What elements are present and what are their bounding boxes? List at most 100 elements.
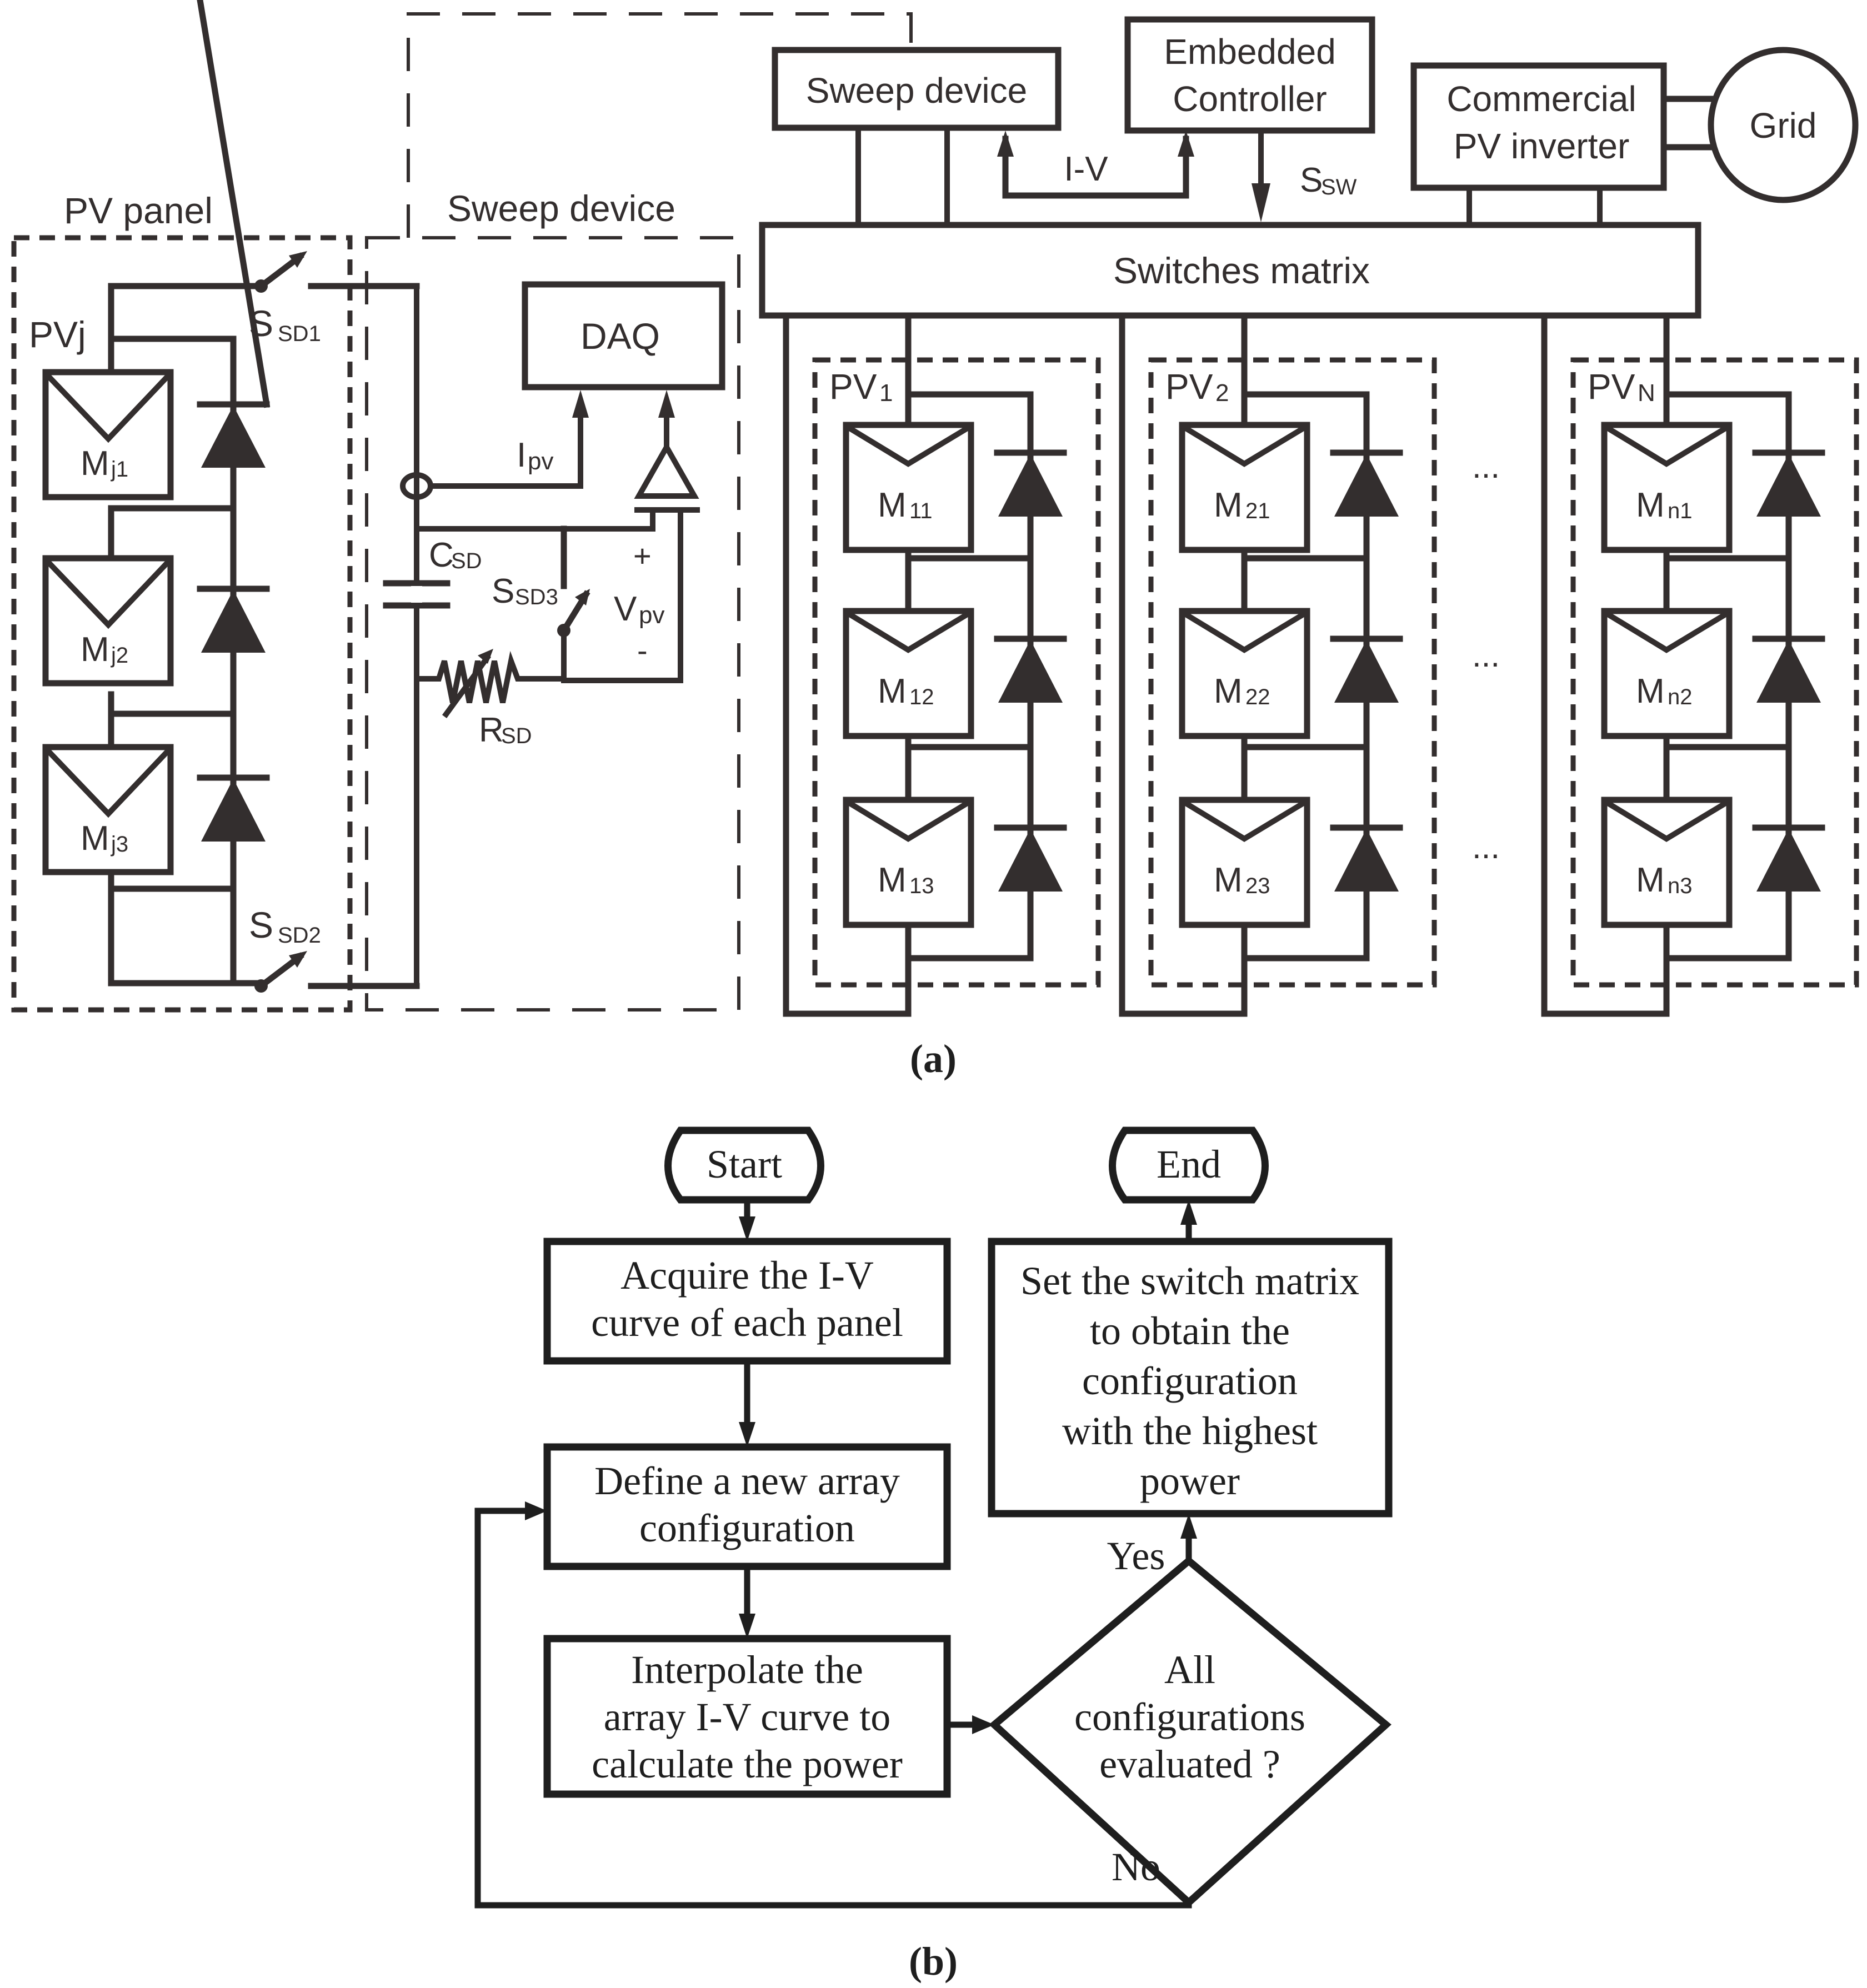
switch-ssd1-label: S: [249, 303, 273, 344]
svg-text:configurations: configurations: [1074, 1695, 1305, 1739]
svg-text:pv: pv: [528, 448, 553, 475]
grid-label: Grid: [1750, 106, 1817, 146]
ssw-label: S: [1300, 161, 1323, 199]
svg-text:M: M: [878, 486, 907, 524]
svg-text:Interpolate the: Interpolate the: [631, 1648, 863, 1692]
start-terminal: [664, 1126, 824, 1204]
switch-ssd2-icon: [254, 951, 420, 993]
yes-label: Yes: [1107, 1534, 1165, 1578]
diode-icon: [1752, 449, 1825, 517]
wire: [561, 510, 683, 683]
controller-label-line2: Controller: [1173, 79, 1327, 119]
ipv-label: I: [517, 436, 526, 474]
svg-text:11: 11: [909, 499, 933, 523]
switch-ssd2-label: S: [249, 904, 273, 945]
svg-text:to obtain the: to obtain the: [1090, 1309, 1290, 1353]
svg-text:M: M: [81, 819, 109, 858]
svg-text:M: M: [1214, 672, 1243, 710]
svg-text:SD3: SD3: [515, 585, 558, 609]
controller-label-line1: Embedded: [1164, 32, 1336, 72]
diode-icon: [994, 824, 1067, 892]
diode-icon: [197, 585, 270, 653]
end-terminal: [1109, 1126, 1269, 1204]
ellipsis: ...: [1472, 448, 1500, 485]
sweep-device-label: Sweep device: [806, 71, 1027, 111]
svg-text:N: N: [1638, 379, 1655, 407]
rsd-label: R: [479, 711, 504, 749]
svg-text:n2: n2: [1668, 685, 1693, 709]
svg-text:M: M: [1214, 486, 1243, 524]
pv-string-border: [812, 357, 1101, 988]
svg-text:power: power: [1140, 1459, 1240, 1503]
svg-text:2: 2: [1215, 379, 1229, 407]
svg-text:SD: SD: [451, 549, 482, 573]
diode-icon: [1330, 635, 1403, 703]
svg-text:M: M: [1636, 486, 1665, 524]
svg-text:M: M: [878, 672, 907, 710]
sweep-device-link: [407, 12, 913, 238]
pv-panel-group: PV panel PVj M j1 M j2 M j3: [11, 0, 420, 1013]
arrow-up-icon: [1180, 1514, 1197, 1539]
svg-text:pv: pv: [639, 602, 664, 629]
arrow-up-icon: [997, 131, 1014, 157]
minus-label: -: [637, 633, 648, 668]
ellipsis: ...: [1472, 637, 1500, 674]
arrow-up-icon: [1178, 131, 1194, 157]
svg-text:SD2: SD2: [278, 923, 321, 948]
svg-text:configuration: configuration: [639, 1506, 855, 1550]
flowchart: Start End Acquire the I-V curve of each …: [474, 1126, 1393, 1909]
start-label: Start: [707, 1142, 782, 1186]
svg-text:SD1: SD1: [278, 322, 321, 346]
svg-text:13: 13: [909, 874, 934, 898]
pv-panel-title: PV panel: [64, 190, 213, 231]
sweep-device-detail-group: Sweep device DAQ I pv C SD S SD3 +: [365, 12, 913, 1011]
svg-text:n3: n3: [1668, 874, 1693, 898]
svg-text:M: M: [81, 444, 109, 483]
arrow-up-icon: [1180, 1200, 1197, 1225]
diode-icon: [197, 774, 270, 842]
amplifier-icon: [634, 441, 699, 499]
svg-text:Set the switch matrix: Set the switch matrix: [1020, 1259, 1359, 1303]
caption-a: (a): [910, 1036, 957, 1081]
step-interpolate-box: [543, 1635, 951, 1798]
switches-matrix-box: [759, 222, 1701, 319]
system-group: Sweep device Embedded Controller Commerc…: [759, 16, 1859, 865]
loop-line: [474, 1508, 1192, 1909]
sweep-device-border: [365, 236, 740, 1011]
diode-icon: [1330, 449, 1403, 517]
pv-string-border: [1148, 357, 1437, 988]
svg-text:All: All: [1164, 1648, 1215, 1692]
svg-text:SD: SD: [501, 724, 532, 748]
svg-text:with the highest: with the highest: [1062, 1409, 1318, 1453]
wire: [431, 411, 583, 489]
diode-icon: [197, 0, 271, 468]
solar-module-icon: M j3: [42, 744, 174, 875]
daq-label: DAQ: [580, 316, 660, 357]
solar-module-icon: M j1: [42, 369, 174, 500]
svg-text:n1: n1: [1668, 499, 1693, 523]
svg-text:Define a new array: Define a new array: [594, 1459, 900, 1503]
svg-text:M: M: [878, 861, 907, 899]
solar-module-icon: M j2: [42, 555, 174, 687]
svg-text:j1: j1: [111, 457, 128, 482]
pv-string-label: PV: [1588, 367, 1635, 407]
grid-circle: [1708, 47, 1859, 203]
sweep-device-title: Sweep device: [447, 188, 675, 229]
caption-b: (b): [909, 1939, 958, 1984]
svg-text:SW: SW: [1321, 175, 1357, 199]
svg-text:j2: j2: [111, 643, 128, 668]
diode-icon: [994, 449, 1067, 517]
arrow-down-icon: [1252, 183, 1270, 222]
diode-icon: [994, 635, 1067, 703]
arrow-down-icon: [739, 1614, 755, 1639]
